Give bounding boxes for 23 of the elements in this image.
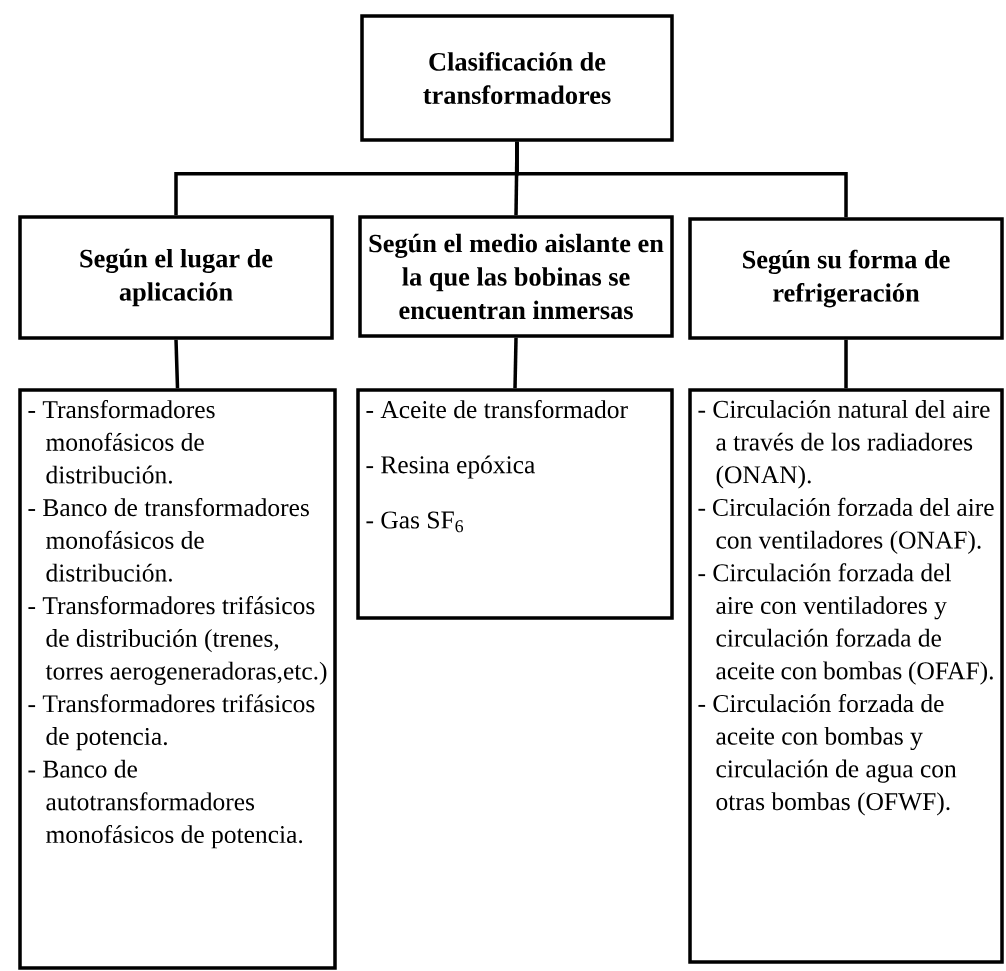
- list-box: [18, 388, 337, 970]
- list-item: - Circulación forzada del aire con ventiladores (ONAF).: [698, 497, 994, 554]
- list-item: - Aceite de transformador: [366, 400, 628, 419]
- category-box: Según el lugar de aplicación: [18, 215, 334, 340]
- list-item: - Banco de autotransformadores monofásicos de potencia.: [28, 759, 303, 849]
- list-box: [688, 388, 1004, 964]
- list-item: - Banco de transformadores monofásicos de distribución.: [28, 498, 309, 582]
- list-item: - Transformadores monofásicos de distribución.: [28, 400, 215, 484]
- connector-line: [174, 339, 180, 389]
- connector-line: [513, 337, 518, 389]
- list-item: - Circulación forzada de aceite con bombas y circulación de agua con otras bombas (OFWF).: [698, 693, 957, 816]
- category-box: Según su forma de refrigeración: [688, 217, 1004, 340]
- list-item: - Resina epóxica: [366, 455, 535, 479]
- connector-line: [844, 339, 848, 389]
- connector-line: [515, 141, 848, 218]
- title-box: Clasificación de transformadores: [360, 14, 674, 142]
- list-item: - Transformadores trifásicos de distribución (trenes, torres aerogeneradoras,etc.): [28, 596, 327, 685]
- list-item: - Gas SF$_{6}$: [366, 511, 464, 533]
- category-box: Según el medio aislante en la que las bobinas se encuentran inmersas: [358, 215, 674, 338]
- list-item: - Circulación forzada del aire con ventiladores y circulación forzada de aceite con bombas (OFAF).: [698, 563, 993, 685]
- list-box: [356, 388, 674, 620]
- list-item: - Circulación natural del aire a través de los radiadores (ONAN).: [698, 400, 990, 489]
- list-item: - Transformadores trifásicos de potencia.: [28, 694, 315, 751]
